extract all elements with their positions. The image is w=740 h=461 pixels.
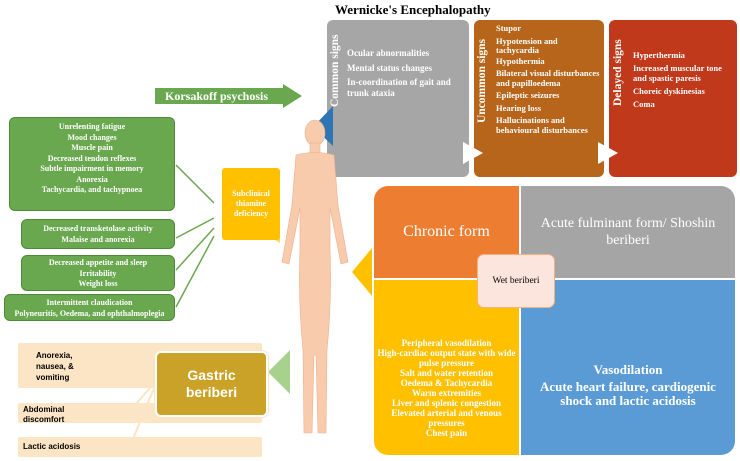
- uncommon-signs-panel: Uncommon signs Stupor Hypotension and ta…: [474, 20, 604, 177]
- acute-form-panel: Acute fulminant form/ Shoshin beriberi: [521, 186, 735, 278]
- wet-beriberi-quadrants: Chronic form Acute fulminant form/ Shosh…: [374, 186, 735, 455]
- common-signs-panel: Common signs Ocular abnormalities Mental…: [327, 20, 469, 177]
- list-item: Mood changes: [67, 132, 117, 142]
- gastric-beriberi-label: Gastric beriberi: [185, 367, 238, 400]
- gastric-pointer-triangle: [268, 350, 290, 394]
- list-item: In-coordination of gait and trunk ataxia: [347, 77, 451, 98]
- subclinical-symptoms-box-3: Decreased appetite and sleep Irritabilit…: [21, 255, 175, 291]
- subclinical-deficiency-label: Subclinical thiamine deficiency: [232, 189, 270, 218]
- list-item: Hearing loss: [496, 102, 542, 113]
- chronic-details-list: Peripheral vasodilation High-cardiac out…: [374, 338, 519, 438]
- list-item: Elevated arterial and venous pressures: [391, 408, 502, 428]
- list-item: Unrelenting fatigue: [58, 122, 126, 131]
- list-item: Choreic dyskinesias: [633, 86, 705, 96]
- list-item: Hypothermia: [496, 55, 545, 66]
- subclinical-bracket: [175, 164, 215, 308]
- acute-heading: Vasodilation: [593, 362, 663, 377]
- wet-pointer-triangle: [352, 248, 372, 296]
- common-signs-list: Ocular abnormalities Mental status chang…: [347, 48, 465, 99]
- chevron-2: [598, 142, 618, 164]
- list-item: Anorexia: [76, 174, 108, 184]
- list-item: Decreased tendon reflexes: [47, 153, 137, 163]
- korsakoff-arrow: [155, 84, 302, 108]
- list-item: Weight loss: [78, 279, 118, 288]
- list-item: Muscle pain: [71, 143, 113, 152]
- delayed-signs-list: Hyperthermia Increased muscular tone and…: [633, 50, 735, 110]
- list-item: Bilateral visual disturbances and papill…: [496, 68, 600, 88]
- list-item: Liver and splenic congestion: [391, 398, 502, 408]
- list-item: Coma: [633, 99, 655, 109]
- subclinical-symptoms-box-4: Intermittent claudication Polyneuritis, …: [4, 294, 175, 321]
- list-item: Mental status changes: [347, 62, 432, 73]
- list-item: Peripheral vasodilation: [401, 338, 492, 348]
- subclinical-symptoms-box-2: Decreased transketolase activity Malaise…: [21, 219, 175, 249]
- list-item: Irritability: [79, 268, 117, 278]
- chevron-1: [463, 142, 483, 164]
- acute-form-title: Acute fulminant form/ Shoshin beriberi: [540, 216, 716, 248]
- list-item: Salt and water retention: [400, 368, 493, 378]
- korsakoff-label: Korsakoff psychosis: [165, 89, 269, 103]
- gastric-beriberi-box: Gastric beriberi: [155, 351, 268, 417]
- list-item: Increased muscular tone and spastic pare…: [633, 63, 722, 83]
- delayed-signs-panel: Delayed signs Hyperthermia Increased mus…: [609, 20, 737, 177]
- list-item: Epileptic seizures: [496, 90, 560, 100]
- wet-beriberi-center-box: Wet beriberi: [477, 254, 555, 308]
- list-item: Decreased transketolase activity: [43, 224, 153, 233]
- subclinical-deficiency-box: Subclinical thiamine deficiency: [222, 168, 280, 240]
- list-item: Tachycardia, and tachypnoea: [41, 185, 143, 194]
- human-figure: [281, 119, 349, 434]
- subclinical-symptoms-box-1: Unrelenting fatigue Mood changes Muscle …: [9, 117, 175, 211]
- list-item: Hallucinations and behavioural disturban…: [496, 115, 588, 135]
- chronic-form-panel: Chronic form: [374, 186, 519, 278]
- list-item: Warm extremities: [411, 388, 482, 398]
- list-item: Intermittent claudication: [46, 298, 133, 307]
- list-item: Hypotension and tachycardia: [496, 35, 558, 55]
- list-item: Polyneuritis, Oedema, and ophthalmoplegi…: [14, 308, 165, 318]
- acute-details-panel: Vasodilation Acute heart failure, cardio…: [521, 280, 735, 455]
- list-item: High-cardiac output state with wide puls…: [377, 348, 516, 368]
- list-item: Malaise and anorexia: [61, 234, 135, 244]
- diagram-title: Wernicke's Encephalopathy: [335, 2, 491, 17]
- list-item: Decreased appetite and sleep: [48, 258, 148, 267]
- gastric-symptom-3: Lactic acidosis: [18, 437, 262, 457]
- wet-beriberi-label: Wet beriberi: [492, 276, 540, 286]
- list-item: Ocular abnormalities: [347, 48, 430, 58]
- list-item: Chest pain: [425, 428, 468, 438]
- uncommon-signs-list: Stupor Hypotension and tachycardia Hypot…: [496, 23, 602, 136]
- list-item: Oedema & Tachycardia: [400, 378, 493, 388]
- list-item: Stupor: [496, 23, 522, 33]
- list-item: Subtle impairment in memory: [40, 164, 144, 173]
- acute-text: Acute heart failure, cardiogenic shock a…: [540, 379, 716, 408]
- chronic-form-title: Chronic form: [403, 223, 490, 240]
- chronic-details-panel: Peripheral vasodilation High-cardiac out…: [374, 280, 519, 455]
- list-item: Hyperthermia: [633, 50, 685, 60]
